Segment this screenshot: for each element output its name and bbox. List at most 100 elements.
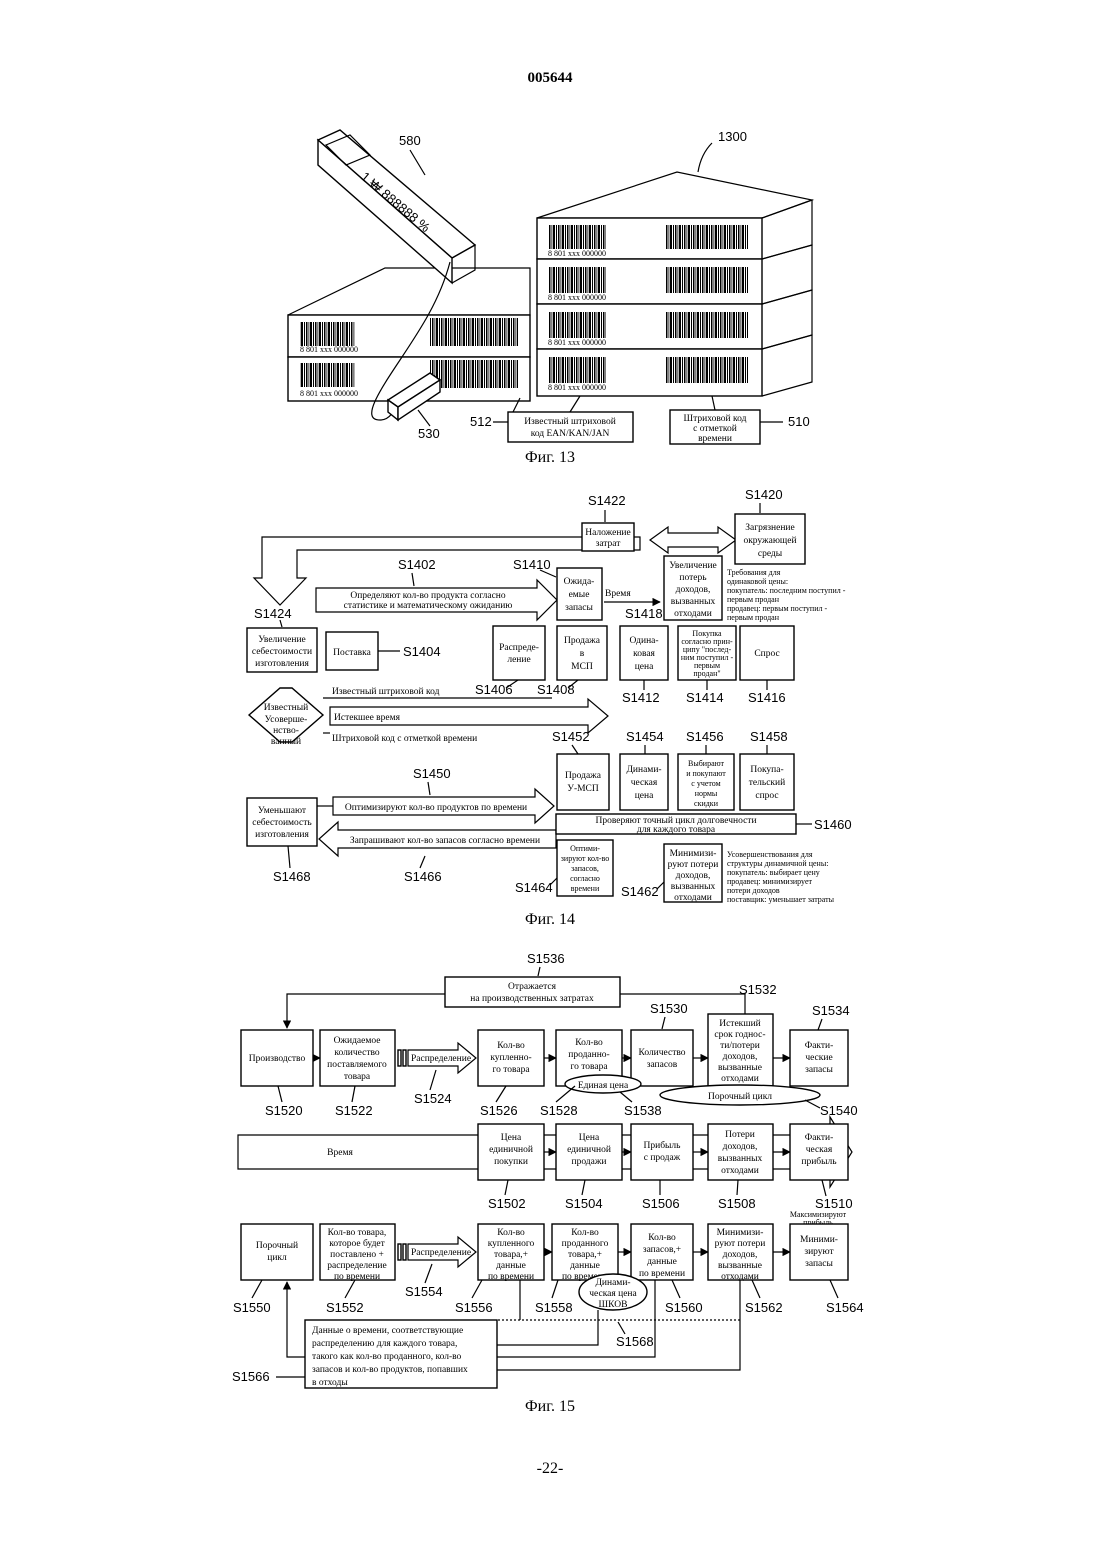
- time-label: Время: [605, 589, 631, 599]
- line-known-barcode: Известный штриховой код: [332, 686, 440, 697]
- arrow-s1402-line: Определяют кол-во продукта согласно: [350, 591, 506, 601]
- box-s1566-line: в отходы: [312, 1378, 348, 1388]
- box-s1458-line: тельский: [749, 777, 785, 788]
- box-s1526-line: купленно-: [490, 1053, 531, 1063]
- fig14-flowchart: S1422 Наложение затрат S1420 Загрязнение…: [247, 487, 852, 928]
- box-s1408-line: в: [580, 649, 585, 659]
- ref-s1524: S1524: [414, 1091, 452, 1106]
- box-s1508-line: вызванных: [718, 1154, 763, 1164]
- ref-s1460: S1460: [814, 817, 852, 832]
- ref-s1532: S1532: [739, 982, 777, 997]
- label-510-line: Штриховой код: [684, 413, 747, 424]
- box-s1552-line: поставлено +: [330, 1250, 384, 1260]
- box-s1562-line: вызванные: [718, 1261, 762, 1271]
- ref-s1552: S1552: [326, 1300, 364, 1315]
- box-s1406: [493, 626, 545, 680]
- box-s1530-line: запасов: [647, 1060, 678, 1070]
- ref-s1468: S1468: [273, 869, 311, 884]
- hexagon-line: Усоверше-: [265, 715, 308, 725]
- fig15-flowchart: S1536 Отражается на производственных зат…: [232, 951, 864, 1415]
- box-s1424-line: себестоимости: [252, 646, 312, 657]
- box-s1552-line: которое будет: [329, 1238, 385, 1249]
- ref-s1562: S1562: [745, 1300, 783, 1315]
- box-s1422-line: затрат: [596, 539, 622, 549]
- ref-s1530: S1530: [650, 1001, 688, 1016]
- box-s1534-line: Факти-: [805, 1041, 834, 1051]
- ref-s1522: S1522: [335, 1103, 373, 1118]
- box-s1522-line: товара: [344, 1072, 371, 1082]
- box-s1468-line: Уменьшают: [258, 806, 307, 816]
- ref-s1508: S1508: [718, 1196, 756, 1211]
- ref-s1452: S1452: [552, 729, 590, 744]
- box-s1410-line: емые: [569, 590, 590, 600]
- box-s1532-line: доходов,: [723, 1052, 758, 1062]
- box-s1566-line: Данные о времени, соответствующие: [312, 1326, 463, 1336]
- box-s1464-line: зируют кол-во: [561, 854, 609, 863]
- box-s1464-line: времени: [571, 884, 600, 893]
- box-s1452-line: Продажа: [565, 771, 602, 781]
- ref-1300: 1300: [718, 129, 747, 144]
- price-display-tag: 1 ₩ 888888 %: [318, 130, 475, 283]
- ref-s1410: S1410: [513, 557, 551, 572]
- barcode-digits: 8 801 xxx 000000: [548, 338, 606, 347]
- ref-s1418: S1418: [625, 606, 663, 621]
- box-s1414-line: продан": [693, 669, 720, 678]
- box-s1504-line: Цена: [579, 1133, 600, 1143]
- label-510-line: времени: [698, 434, 732, 444]
- box-s1464-line: Оптими-: [570, 844, 600, 853]
- box-s1452: [557, 754, 609, 810]
- box-s1456-line: с учетом: [691, 779, 720, 788]
- box-s1452-line: У-МСП: [567, 784, 599, 794]
- ref-s1554: S1554: [405, 1284, 443, 1299]
- box-s1560-line: Кол-во: [648, 1233, 676, 1243]
- ref-510: 510: [788, 414, 810, 429]
- box-s1556-line: купленного: [488, 1239, 535, 1249]
- box-s1412-line: Одина-: [629, 636, 658, 646]
- barcode-digits: 8 801 xxx 000000: [300, 345, 358, 354]
- box-s1404-line: Поставка: [333, 648, 372, 658]
- ref-s1466: S1466: [404, 869, 442, 884]
- box-s1558-line: проданного: [562, 1239, 609, 1249]
- box-s1406-line: ление: [507, 655, 530, 665]
- ref-s1560: S1560: [665, 1300, 703, 1315]
- line-time-barcode: Штриховой код с отметкой времени: [332, 733, 477, 744]
- box-s1552-line: по времени: [334, 1272, 380, 1282]
- ref-s1412: S1412: [622, 690, 660, 705]
- line-elapsed-time: Истекшее время: [334, 713, 401, 723]
- box-s1532-line: ти/потери: [720, 1041, 760, 1051]
- box-s1562-line: Минимизи-: [717, 1228, 764, 1238]
- ref-512: 512: [470, 414, 492, 429]
- box-s1506-line: с продаж: [644, 1153, 681, 1163]
- box-s1550-line: цикл: [267, 1253, 287, 1263]
- fig13-drawing: 8 801 xxx 000000 8 801 xxx 000000 8 801 …: [288, 129, 812, 466]
- box-s1412-line: ковая: [633, 649, 655, 659]
- box-s1520-line: Производство: [249, 1054, 306, 1064]
- ref-s1408: S1408: [537, 682, 575, 697]
- box-s1510-line: Факти-: [805, 1133, 834, 1143]
- ref-s1526: S1526: [480, 1103, 518, 1118]
- box-s1454-line: Динами-: [626, 765, 661, 775]
- hexagon-line: ванный: [271, 736, 301, 747]
- ref-s1540: S1540: [820, 1103, 858, 1118]
- barcode-digits: 8 801 xxx 000000: [548, 293, 606, 302]
- box-s1522-line: Ожидаемое: [334, 1036, 381, 1046]
- box-s1406-line: Распреде-: [499, 643, 539, 653]
- box-s1530-line: Количество: [638, 1048, 685, 1058]
- box-s1550-line: Порочный: [256, 1240, 298, 1251]
- box-s1566-line: распределению для каждого товара,: [312, 1339, 457, 1349]
- box-s1532-line: отходами: [721, 1074, 759, 1084]
- ellipse-s1540-label: Порочный цикл: [708, 1091, 772, 1102]
- ref-s1550: S1550: [233, 1300, 271, 1315]
- box-s1462-line: руют потери: [668, 860, 719, 870]
- ref-s1510: S1510: [815, 1196, 853, 1211]
- box-s1462-line: Минимизи-: [670, 849, 717, 859]
- box-s1510-line: прибыль: [801, 1156, 837, 1167]
- ref-s1404: S1404: [403, 644, 441, 659]
- box-s1456-line: и покупают: [686, 769, 726, 778]
- ref-s1564: S1564: [826, 1300, 864, 1315]
- barcode-digits: 8 801 xxx 000000: [548, 383, 606, 392]
- ref-s1420: S1420: [745, 487, 783, 502]
- ref-s1462: S1462: [621, 884, 659, 899]
- box-s1462-line: доходов,: [676, 871, 711, 881]
